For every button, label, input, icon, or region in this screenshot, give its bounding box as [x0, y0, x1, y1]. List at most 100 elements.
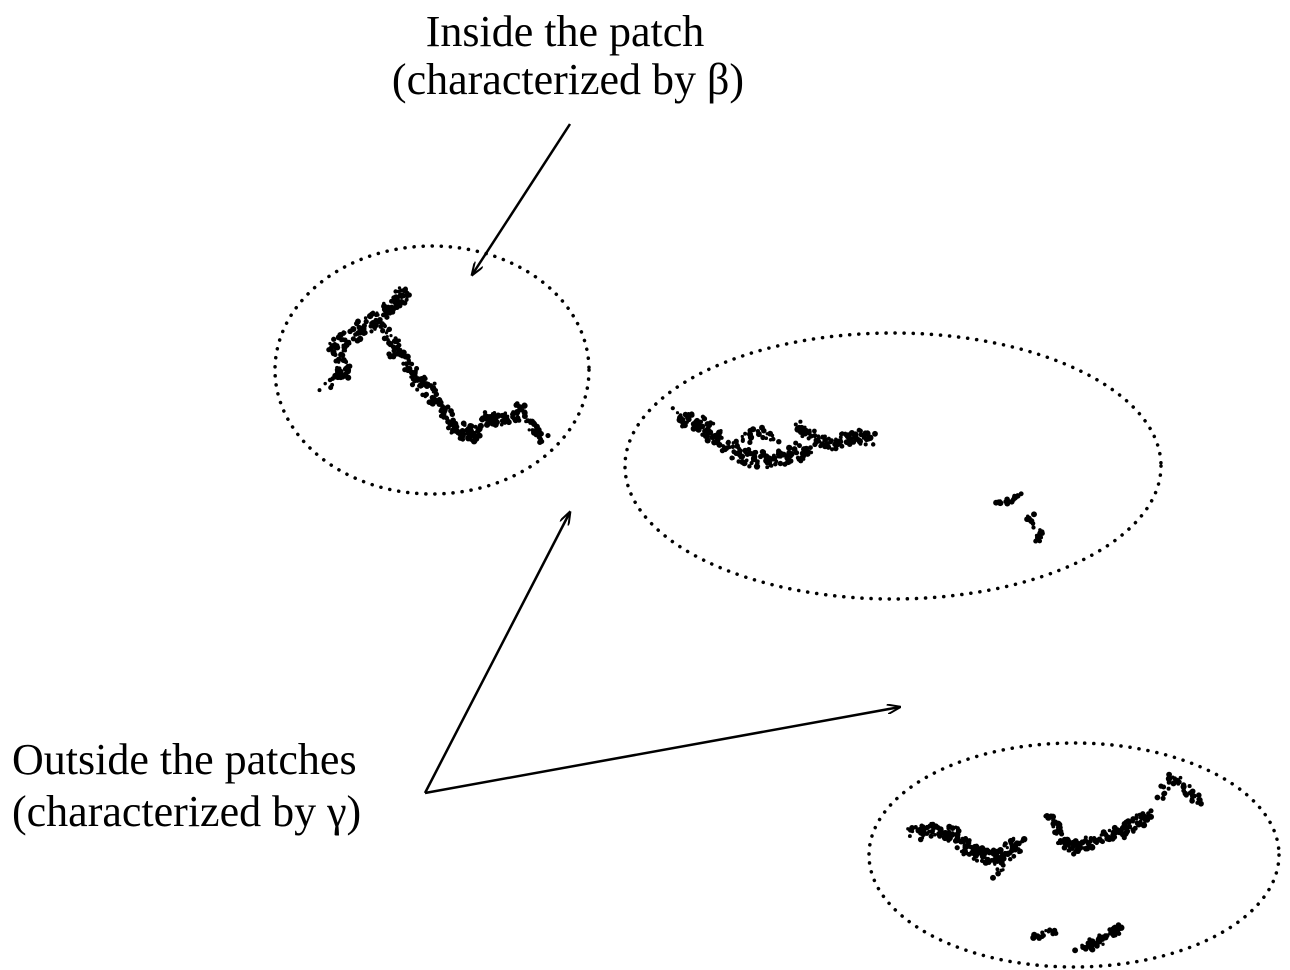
trail-point: [731, 449, 737, 455]
trail-point: [838, 435, 843, 440]
trail-point: [391, 348, 397, 354]
trail-point: [390, 309, 396, 315]
trail-point: [485, 413, 489, 418]
trail-point: [1017, 850, 1021, 855]
trail-point: [323, 381, 327, 386]
trail-point: [872, 430, 878, 437]
trail-point: [955, 826, 960, 831]
trail-point: [785, 453, 791, 459]
trail-point: [730, 444, 736, 450]
trail-point: [1031, 931, 1038, 938]
inside-label-line1: Inside the patch: [426, 7, 705, 56]
trail-point: [923, 826, 929, 831]
trail-point: [1072, 947, 1079, 954]
trail-point: [717, 443, 722, 447]
trail-point: [397, 286, 402, 290]
trail-point: [812, 433, 818, 439]
trail-point: [974, 858, 980, 863]
outside-label-line2: (characterized by γ): [12, 787, 361, 836]
trail-point: [537, 439, 543, 445]
trail-point: [823, 441, 830, 448]
cluster-patch-2c: [733, 424, 782, 446]
trail-point: [1033, 538, 1039, 544]
trail-point: [398, 348, 403, 352]
trail-point: [755, 428, 761, 434]
trail-point: [442, 409, 448, 414]
trail-point: [747, 434, 755, 441]
trail-point: [797, 424, 802, 429]
trail-point: [736, 459, 741, 464]
trail-point: [1107, 927, 1113, 933]
trail-point: [992, 851, 998, 856]
trail-point: [823, 437, 829, 442]
trail-point: [343, 359, 348, 364]
trail-point: [1040, 930, 1045, 935]
trail-point: [1140, 811, 1146, 817]
trail-point: [392, 299, 397, 304]
trail-point: [403, 361, 409, 367]
cluster-patch-3c: [1154, 771, 1204, 807]
trail-point: [1075, 846, 1082, 853]
outside-arrow-right: [424, 707, 900, 795]
trail-point: [1057, 840, 1064, 846]
trail-point: [1134, 813, 1139, 818]
trail-point: [1160, 795, 1166, 801]
trail-point: [863, 442, 868, 447]
trail-point: [1110, 836, 1116, 842]
trail-point: [396, 289, 401, 294]
trail-point: [702, 428, 708, 434]
trail-point: [858, 441, 863, 446]
trail-point: [1165, 775, 1173, 782]
trail-point: [917, 827, 922, 832]
trail-point: [802, 430, 809, 437]
trail-point: [527, 428, 531, 432]
trail-point: [495, 413, 500, 417]
trail-point: [404, 293, 410, 299]
inside-arrow: [472, 123, 572, 275]
trail-point: [433, 391, 440, 398]
trail-point: [1111, 925, 1116, 930]
trail-point: [397, 292, 404, 299]
trail-point: [390, 344, 396, 350]
trail-point: [858, 428, 863, 434]
trail-point: [700, 432, 705, 437]
trail-point: [777, 460, 784, 467]
trail-point: [1181, 788, 1187, 794]
trail-point: [394, 352, 399, 357]
trail-point: [337, 368, 344, 375]
trail-point: [1089, 843, 1095, 849]
trail-point: [1020, 838, 1025, 844]
trail-point: [1007, 837, 1015, 845]
trail-point: [1189, 798, 1195, 804]
patch-ellipse-1: [273, 244, 591, 496]
trail-point: [401, 287, 408, 294]
trail-point: [342, 337, 348, 343]
trail-point: [393, 289, 398, 294]
trail-point: [1007, 856, 1013, 862]
trail-point: [473, 424, 478, 429]
trail-point: [937, 830, 943, 837]
trail-point: [924, 831, 930, 836]
trail-point: [436, 397, 443, 404]
trail-point: [963, 836, 969, 842]
trail-point: [492, 421, 499, 428]
trail-point: [765, 465, 770, 470]
trail-point: [692, 422, 699, 429]
cluster-patch-3f: [1072, 922, 1125, 954]
trail-point: [802, 454, 806, 458]
trail-point: [402, 300, 408, 306]
trail-point: [405, 366, 409, 370]
trail-point: [538, 431, 544, 437]
trail-point: [1086, 840, 1092, 845]
trail-point: [499, 422, 504, 427]
trail-point: [337, 360, 341, 364]
trail-point: [1120, 832, 1126, 838]
trail-point: [733, 438, 739, 444]
trail-point: [730, 456, 735, 461]
trail-point: [918, 830, 923, 836]
trail-point: [793, 440, 799, 446]
trail-point: [747, 464, 752, 469]
trail-point: [363, 318, 369, 325]
trail-point: [773, 461, 778, 467]
trail-point: [354, 337, 361, 344]
